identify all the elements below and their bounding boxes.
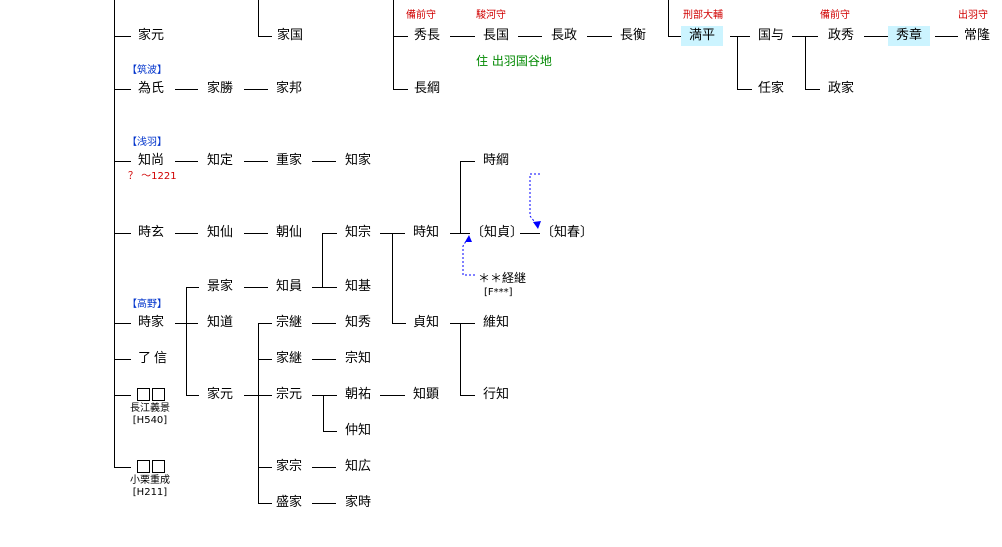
person-tokiie: 時家: [138, 315, 165, 330]
person-chisen: 知仙: [207, 225, 234, 240]
person-tomomichi: 知道: [207, 315, 234, 330]
person-nagamasa: 長政: [551, 28, 578, 43]
person-nagahira: 長衡: [620, 28, 647, 43]
person-tomohiro: 知広: [345, 459, 372, 474]
person-tameuji: 為氏: [138, 81, 165, 96]
person-munetomo: 宗知: [345, 351, 372, 366]
person-tsunetaka: 常隆: [964, 28, 991, 43]
clan-label-asaba: 【浅羽】: [127, 137, 167, 148]
person-moriie: 盛家: [276, 495, 303, 510]
person-tomoie: 知家: [345, 153, 372, 168]
unknown-name-2: [137, 459, 167, 475]
person-tomomune: 知宗: [345, 225, 372, 240]
person-tokigen: 時玄: [138, 225, 165, 240]
person-nakatomo: 仲知: [345, 423, 372, 438]
person-tokitsuna: 時綱: [483, 153, 510, 168]
unknown-2-ref: [H211]: [132, 487, 168, 498]
person-tomoaki: 知顕: [413, 387, 440, 402]
person-hidenaga: 秀長: [414, 28, 441, 43]
person-ietsugu: 家継: [276, 351, 303, 366]
title-bizen-no-kami: 備前守: [406, 10, 436, 21]
tomohisa-dates: ？ ～1221: [128, 171, 177, 182]
person-ryoshin: 了信: [138, 351, 171, 366]
title-suruga-no-kami: 駿河守: [476, 10, 506, 21]
unknown-2-name: 小栗重成: [130, 475, 170, 486]
person-tomohisa: 知尚: [138, 153, 165, 168]
person-tomokazu: 知員: [276, 279, 303, 294]
person-iekuni: 家国: [277, 28, 304, 43]
person-iemoto: 家元: [138, 28, 165, 43]
person-asasuke: 朝祐: [345, 387, 372, 402]
unknown-name-1: [137, 387, 167, 403]
person-yukitomo: 行知: [483, 387, 510, 402]
person-kageie: 景家: [207, 279, 234, 294]
title-bizen-no-kami-2: 備前守: [820, 10, 850, 21]
person-tokitomo: 時知: [413, 225, 440, 240]
person-nagakuni: 長国: [483, 28, 510, 43]
person-tomoharu-bracketed: 〔知春〕: [541, 225, 594, 240]
person-tomosada-bracketed: 〔知貞〕: [471, 225, 524, 240]
person-kuniyo: 国与: [758, 28, 785, 43]
person-tomomoto: 知基: [345, 279, 372, 294]
person-tomohide: 知秀: [345, 315, 372, 330]
title-dewa-no-kami: 出羽守: [958, 10, 988, 21]
inheritance-note: ＊＊経継: [478, 271, 527, 285]
residence-note: 住 出羽国谷地: [476, 54, 552, 68]
unknown-1-ref: [H540]: [132, 415, 168, 426]
person-iekuni-2: 家邦: [276, 81, 303, 96]
person-iemoto-2: 家元: [207, 387, 234, 402]
person-munemoto: 宗元: [276, 387, 303, 402]
unknown-1-note: 長江義景 [H540]: [124, 403, 176, 427]
inheritance-ref: [F***]: [484, 287, 513, 298]
person-masahide: 政秀: [828, 28, 855, 43]
person-mitsuhira: 満平: [681, 26, 724, 46]
person-ietoki: 家時: [345, 495, 372, 510]
person-ninie: 任家: [758, 81, 785, 96]
person-iekatsu: 家勝: [207, 81, 234, 96]
clan-label-takano: 【高野】: [127, 299, 167, 310]
person-sadatomo: 貞知: [413, 315, 440, 330]
title-gyobu-taifu: 刑部大輔: [683, 10, 723, 21]
unknown-1-name: 長江義景: [130, 403, 170, 414]
person-koretomo: 維知: [483, 315, 510, 330]
person-hideaki: 秀章: [888, 26, 931, 46]
person-nagatsuna: 長綱: [414, 81, 441, 96]
person-masaie: 政家: [828, 81, 855, 96]
person-iemune: 家宗: [276, 459, 303, 474]
person-tomosada: 知定: [207, 153, 234, 168]
person-asasen: 朝仙: [276, 225, 303, 240]
unknown-2-note: 小栗重成 [H211]: [124, 475, 176, 499]
person-shigeie: 重家: [276, 153, 303, 168]
clan-label-tsukuba: 【筑波】: [127, 65, 167, 76]
person-munetsugu: 宗継: [276, 315, 303, 330]
